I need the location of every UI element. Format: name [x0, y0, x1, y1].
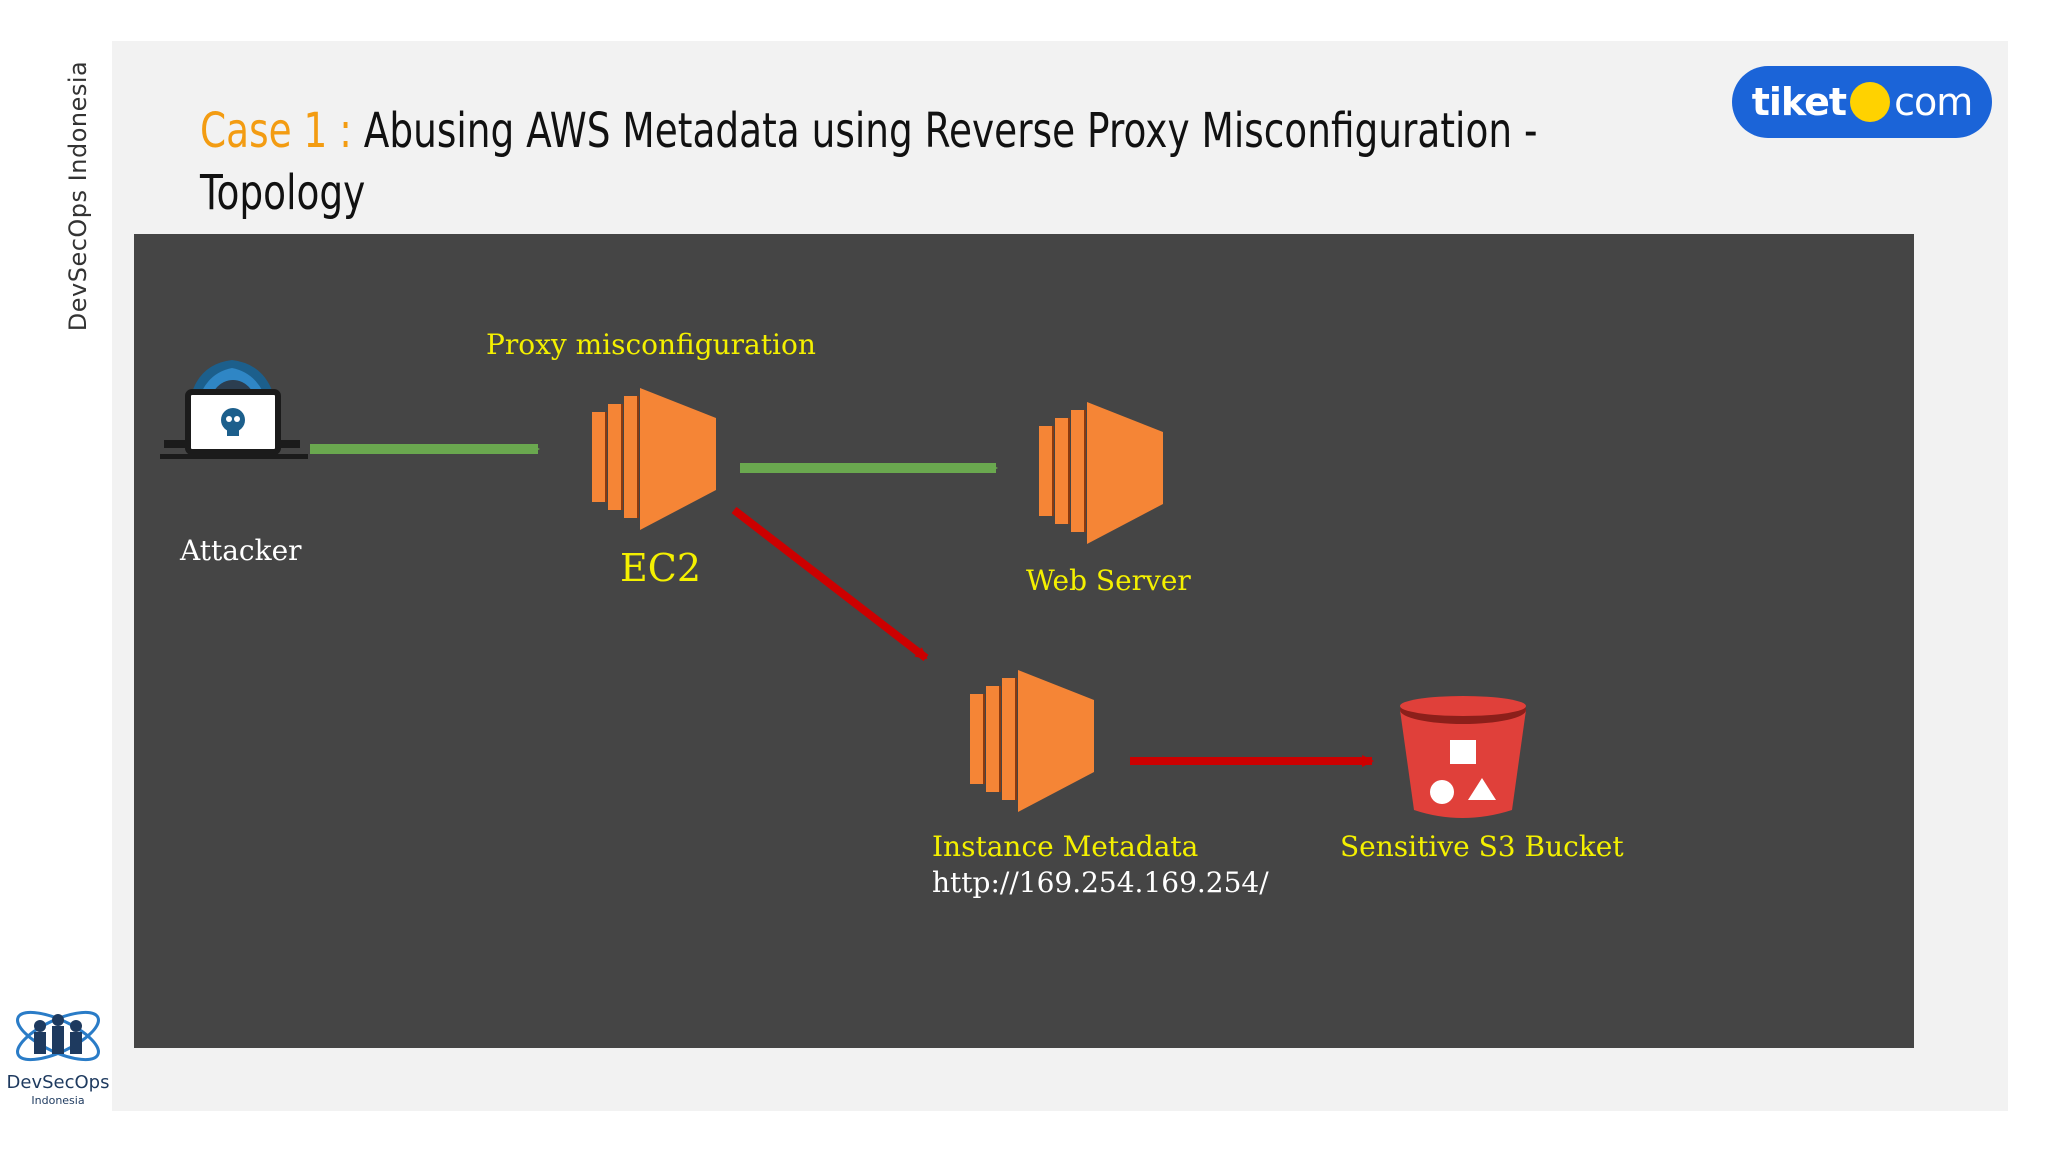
side-brand-text: DevSecOps Indonesia [64, 60, 92, 332]
title-main: Abusing AWS Metadata using Reverse Proxy… [363, 103, 1538, 159]
edge-ec2-to-instance-metadata [731, 506, 929, 662]
label-web-server: Web Server [1026, 564, 1191, 597]
ec2-instance-metadata-icon [970, 670, 1094, 812]
label-s3-bucket: Sensitive S3 Bucket [1340, 830, 1624, 863]
topology-diagram-svg [160, 360, 1526, 818]
devsecops-emblem-icon [16, 1010, 100, 1062]
devsecops-logo-sub: Indonesia [31, 1094, 85, 1107]
title-prefix: Case 1 : [200, 103, 352, 159]
title-line2: Topology [200, 165, 366, 221]
devsecops-logo: DevSecOps Indonesia [4, 1006, 112, 1110]
label-metadata-url: http://169.254.169.254/ [932, 866, 1269, 899]
ec2-web-server-icon [1039, 402, 1163, 544]
topology-diagram: Proxy misconfiguration Attacker EC2 Web … [134, 234, 1914, 1048]
tiket-logo-text: tiket [1751, 80, 1847, 124]
label-attacker: Attacker [180, 534, 302, 567]
tiket-logo-dot-icon [1850, 82, 1891, 122]
label-proxy-misconfiguration: Proxy misconfiguration [486, 328, 816, 361]
tiket-logo: tiket com [1732, 66, 1992, 138]
tiket-logo-com: com [1894, 80, 1973, 124]
label-ec2: EC2 [620, 546, 701, 590]
ec2-proxy-icon [592, 388, 716, 530]
s3-bucket-icon [1400, 696, 1526, 818]
hacker-icon [160, 360, 308, 459]
label-instance-metadata: Instance Metadata [932, 830, 1199, 863]
devsecops-logo-name: DevSecOps [6, 1072, 110, 1093]
page-title: Case 1 : Abusing AWS Metadata using Reve… [200, 100, 1620, 224]
